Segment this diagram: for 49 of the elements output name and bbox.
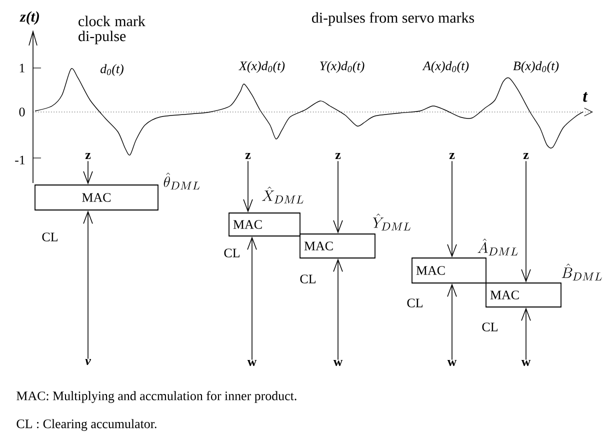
arrow [333,160,343,234]
pulse-formula: Y(x)d$_{0}$(t) [320,61,364,73]
arrow [333,258,343,360]
clear-label: CL [42,232,58,242]
signal-label: w [247,360,257,366]
signal-label: z [523,153,529,159]
pulse-formula: d$_{0}$(t) [100,64,124,76]
arrow [447,160,457,258]
estimate-label: $\hat{\theta}_{DML}$ [164,172,200,190]
clear-label: CL [482,322,498,332]
pulse-caption: clock mark di-pulse [78,16,146,44]
clear-label: CL [300,274,316,284]
estimate-label: $\hat{Y}_{DML}$ [372,214,410,230]
pulse-formula: A(x)d$_{0}$(t) [422,61,469,73]
arrow [247,236,257,360]
estimate-label: $\hat{X}_{DML}$ [262,186,304,204]
pulse-formula: X(x)d$_{0}$(t) [238,61,285,73]
signal-label: z [85,153,91,159]
mac-box: MAC [300,234,376,258]
footnote: CL : Clearing accumulator. [16,419,156,431]
signal-label: w [333,360,343,366]
clear-label: CL [407,298,422,308]
tick-label: 1 [20,64,24,72]
z-axis-label: z(t) [20,11,39,25]
tick-label: -1 [15,156,25,164]
arrow [521,307,531,360]
mac-box: MAC [34,184,158,210]
signal-label: w [447,360,457,366]
tick-label: 0 [19,108,25,116]
signal-label: z [449,153,455,159]
mac-box: MAC [228,212,300,236]
clear-label: CL [224,248,240,258]
t-axis-label: t [583,92,588,102]
arrow [83,210,93,360]
mac-box: MAC [486,282,562,308]
signal-label: v [85,358,91,366]
heading: di-pulses from servo marks [312,12,474,26]
pulse-formula: B(x)d$_{0}$(t) [513,61,559,73]
estimate-label: $\hat{A}_{DML}$ [478,238,518,256]
signal-label: z [335,153,341,159]
estimate-label: $\hat{B}_{DML}$ [562,264,602,280]
mac-box: MAC [412,258,486,284]
arrow [83,160,93,185]
signal-label: w [521,360,531,366]
arrow [447,283,457,360]
footnote: MAC: Multiplying and accmulation for inner product. [16,391,296,403]
signal-label: z [245,153,251,159]
arrow [243,160,253,213]
arrow [521,160,531,283]
